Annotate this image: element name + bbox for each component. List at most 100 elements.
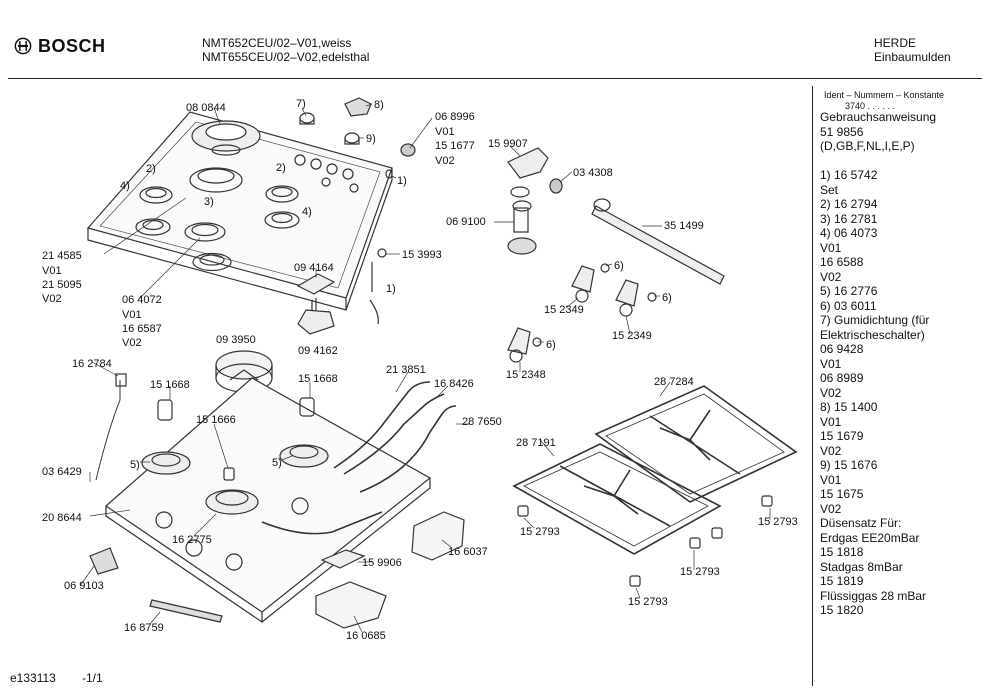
part-callout: 28 7284 xyxy=(654,376,694,388)
part-callout: V02 xyxy=(435,155,455,167)
legend-line: Ident – Nummern – Konstante xyxy=(824,90,945,100)
part-callout: 06 8996 xyxy=(435,111,475,123)
category-line-1: HERDE xyxy=(874,36,917,50)
part-callout: 09 4162 xyxy=(298,345,338,357)
legend-line: V01 xyxy=(820,240,842,255)
part-callout: 15 2793 xyxy=(520,526,560,538)
part-callout: 6) xyxy=(546,339,556,351)
legend-line: (D,GB,F,NL,I,E,P) xyxy=(820,139,915,153)
part-callout: 09 4164 xyxy=(294,262,334,274)
legend-line: Gebrauchsanweisung xyxy=(820,110,937,124)
part-callout: 16 6587 xyxy=(122,323,162,335)
legend-line: V01 xyxy=(820,414,842,429)
legend-line: V02 xyxy=(820,443,842,458)
part-callout: 6) xyxy=(614,260,624,272)
part-callout: 15 1677 xyxy=(435,140,475,152)
legend-line: 8) 15 1400 xyxy=(820,400,878,414)
part-callout: 28 7650 xyxy=(462,416,502,428)
part-callout: V02 xyxy=(122,337,142,349)
top-burners xyxy=(135,120,359,272)
legend-line: V01 xyxy=(820,472,842,487)
legend-line: 3) 16 2781 xyxy=(820,211,878,226)
brand-name: BOSCH xyxy=(38,36,106,56)
part-callout: 20 8644 xyxy=(42,512,82,524)
legend-line: Düsensatz Für: xyxy=(820,516,902,530)
part-callout: 15 9906 xyxy=(362,557,402,569)
ignition-switch-parts xyxy=(296,262,379,335)
part-callout: 4) xyxy=(302,206,312,218)
part-callout: 15 2349 xyxy=(544,304,584,316)
part-callout: 15 3993 xyxy=(402,249,442,261)
legend-line: 15 1818 xyxy=(820,545,864,559)
part-callout: 16 2784 xyxy=(72,358,112,370)
part-callout: 06 9100 xyxy=(446,216,486,228)
part-callout: 16 6037 xyxy=(448,546,488,558)
legend-line: 1) 16 5742 xyxy=(820,168,878,182)
bottom-burners xyxy=(95,373,329,515)
pan-supports xyxy=(512,385,798,555)
legend-line: 3740 . . . . . . xyxy=(845,101,896,111)
page-indicator: -1/1 xyxy=(82,671,103,685)
legend-line: Set xyxy=(820,182,839,197)
leader-lines xyxy=(79,103,771,633)
header-divider xyxy=(8,78,982,79)
part-callout: 7) xyxy=(296,98,306,110)
part-callout: 09 3950 xyxy=(216,334,256,346)
part-callout: 16 0685 xyxy=(346,630,386,642)
part-callout: 16 8426 xyxy=(434,378,474,390)
legend-line: 4) 06 4073 xyxy=(820,226,878,240)
part-callout: 6) xyxy=(662,292,672,304)
part-callout: 2) xyxy=(276,162,286,174)
exploded-parts-diagram xyxy=(79,97,798,633)
part-callout: 06 4072 xyxy=(122,294,162,306)
category-line-2: Einbaumulden xyxy=(874,50,951,64)
legend-line: 15 1679 xyxy=(820,429,864,443)
legend-line: 7) Gumidichtung (für xyxy=(820,313,930,327)
control-knobs xyxy=(299,97,416,258)
legend-line: Erdgas EE20mBar xyxy=(820,530,920,545)
part-callout: 8) xyxy=(374,99,384,111)
legend-line: 9) 15 1676 xyxy=(820,458,878,472)
part-callout: V01 xyxy=(42,265,62,277)
part-callout: 5) xyxy=(272,457,282,469)
part-callout: 35 1499 xyxy=(664,220,704,232)
document-id: e133113 xyxy=(10,671,56,685)
part-callout: 21 5095 xyxy=(42,279,82,291)
legend-line: 15 1820 xyxy=(820,603,864,617)
part-callout: 03 4308 xyxy=(573,167,613,179)
legend-line: V02 xyxy=(820,385,842,400)
part-callout: 5) xyxy=(130,459,140,471)
part-callout: 15 9907 xyxy=(488,138,528,150)
legend-line: V01 xyxy=(820,356,842,371)
legend-line: 2) 16 2794 xyxy=(820,197,878,211)
part-callout: 15 2793 xyxy=(680,566,720,578)
legend-line: V02 xyxy=(820,269,842,284)
part-callout: V01 xyxy=(122,309,142,321)
legend-line: 51 9856 xyxy=(820,124,864,139)
part-callout: 4) xyxy=(120,180,130,192)
gas-pipes xyxy=(261,381,457,535)
part-callout: 28 7191 xyxy=(516,437,556,449)
legend-line: V02 xyxy=(820,501,842,516)
legend-line: Elektrischeschalter) xyxy=(820,327,925,342)
part-callout: 15 1668 xyxy=(150,379,190,391)
legend-line: 06 8989 xyxy=(820,371,864,385)
part-callout: 15 2348 xyxy=(506,369,546,381)
gas-connection-parts xyxy=(507,147,725,285)
part-callout: V02 xyxy=(42,293,62,305)
part-callout: 2) xyxy=(146,163,156,175)
part-callout: 9) xyxy=(366,133,376,145)
part-callout: 15 1668 xyxy=(298,373,338,385)
part-callout: 15 2793 xyxy=(758,516,798,528)
legend-line: 5) 16 2776 xyxy=(820,284,878,298)
misc-bottom-parts xyxy=(89,511,465,629)
part-callout: 15 1666 xyxy=(196,414,236,426)
part-callout: 15 2349 xyxy=(612,330,652,342)
part-callout: 16 8759 xyxy=(124,622,164,634)
part-callout: 03 6429 xyxy=(42,466,82,478)
sidebar-divider xyxy=(812,86,813,686)
legend-line: 06 9428 xyxy=(820,342,864,356)
part-callout: 1) xyxy=(397,175,407,187)
hob-base-tray xyxy=(105,377,432,624)
part-callout: 21 4585 xyxy=(42,250,82,262)
